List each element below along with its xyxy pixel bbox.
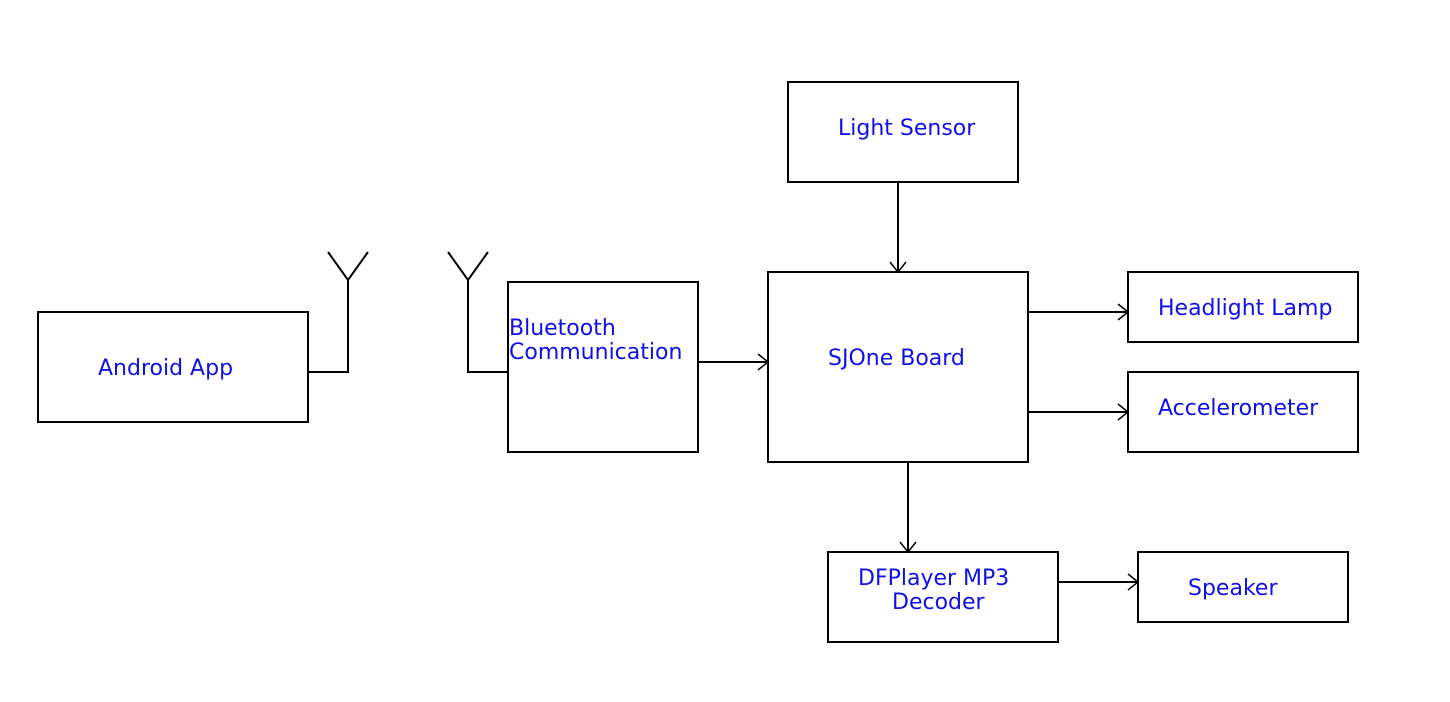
dfplayer-label-line-1: DFPlayer MP3 [858,566,1009,591]
accelerometer-block: Accelerometer [1127,371,1359,453]
connector-sjone-to-dfplayer [899,462,917,554]
connector-sjone-to-accelerometer [1028,403,1130,421]
headlight-lamp-label: Headlight Lamp [1158,296,1332,321]
connector-light-sensor-to-sjone [889,182,907,274]
headlight-lamp-box [1127,271,1359,343]
sjone-board-box [767,271,1029,463]
android-app-box [37,311,309,423]
bluetooth-antenna-icon [447,251,508,373]
connector-bluetooth-to-sjone [698,353,770,371]
speaker-box [1137,551,1349,623]
android-app-label: Android App [98,356,233,381]
dfplayer-block: DFPlayer MP3 Decoder [827,551,1059,643]
speaker-label: Speaker [1188,576,1278,601]
bluetooth-label-line-1: Bluetooth [509,316,616,341]
light-sensor-block: Light Sensor [787,81,1019,183]
connector-sjone-to-headlight [1028,303,1130,321]
sjone-board-block: SJOne Board [767,271,1029,463]
android-antenna-icon [308,251,369,373]
speaker-block: Speaker [1137,551,1349,623]
headlight-lamp-block: Headlight Lamp [1127,271,1359,343]
connector-dfplayer-to-speaker [1058,573,1140,591]
dfplayer-label: DFPlayer MP3 Decoder [858,566,1016,615]
light-sensor-box [787,81,1019,183]
dfplayer-label-line-2: Decoder [892,590,986,615]
bluetooth-box [507,281,699,453]
accelerometer-label: Accelerometer [1158,396,1319,421]
bluetooth-label-line-2: Communication [509,340,682,365]
dfplayer-box [827,551,1059,643]
bluetooth-block: Bluetooth Communication [507,281,699,453]
android-app-block: Android App [37,311,309,423]
light-sensor-label: Light Sensor [838,116,976,141]
sjone-board-label: SJOne Board [828,346,965,371]
accelerometer-box [1127,371,1359,453]
bluetooth-label: Bluetooth Communication [509,316,682,365]
